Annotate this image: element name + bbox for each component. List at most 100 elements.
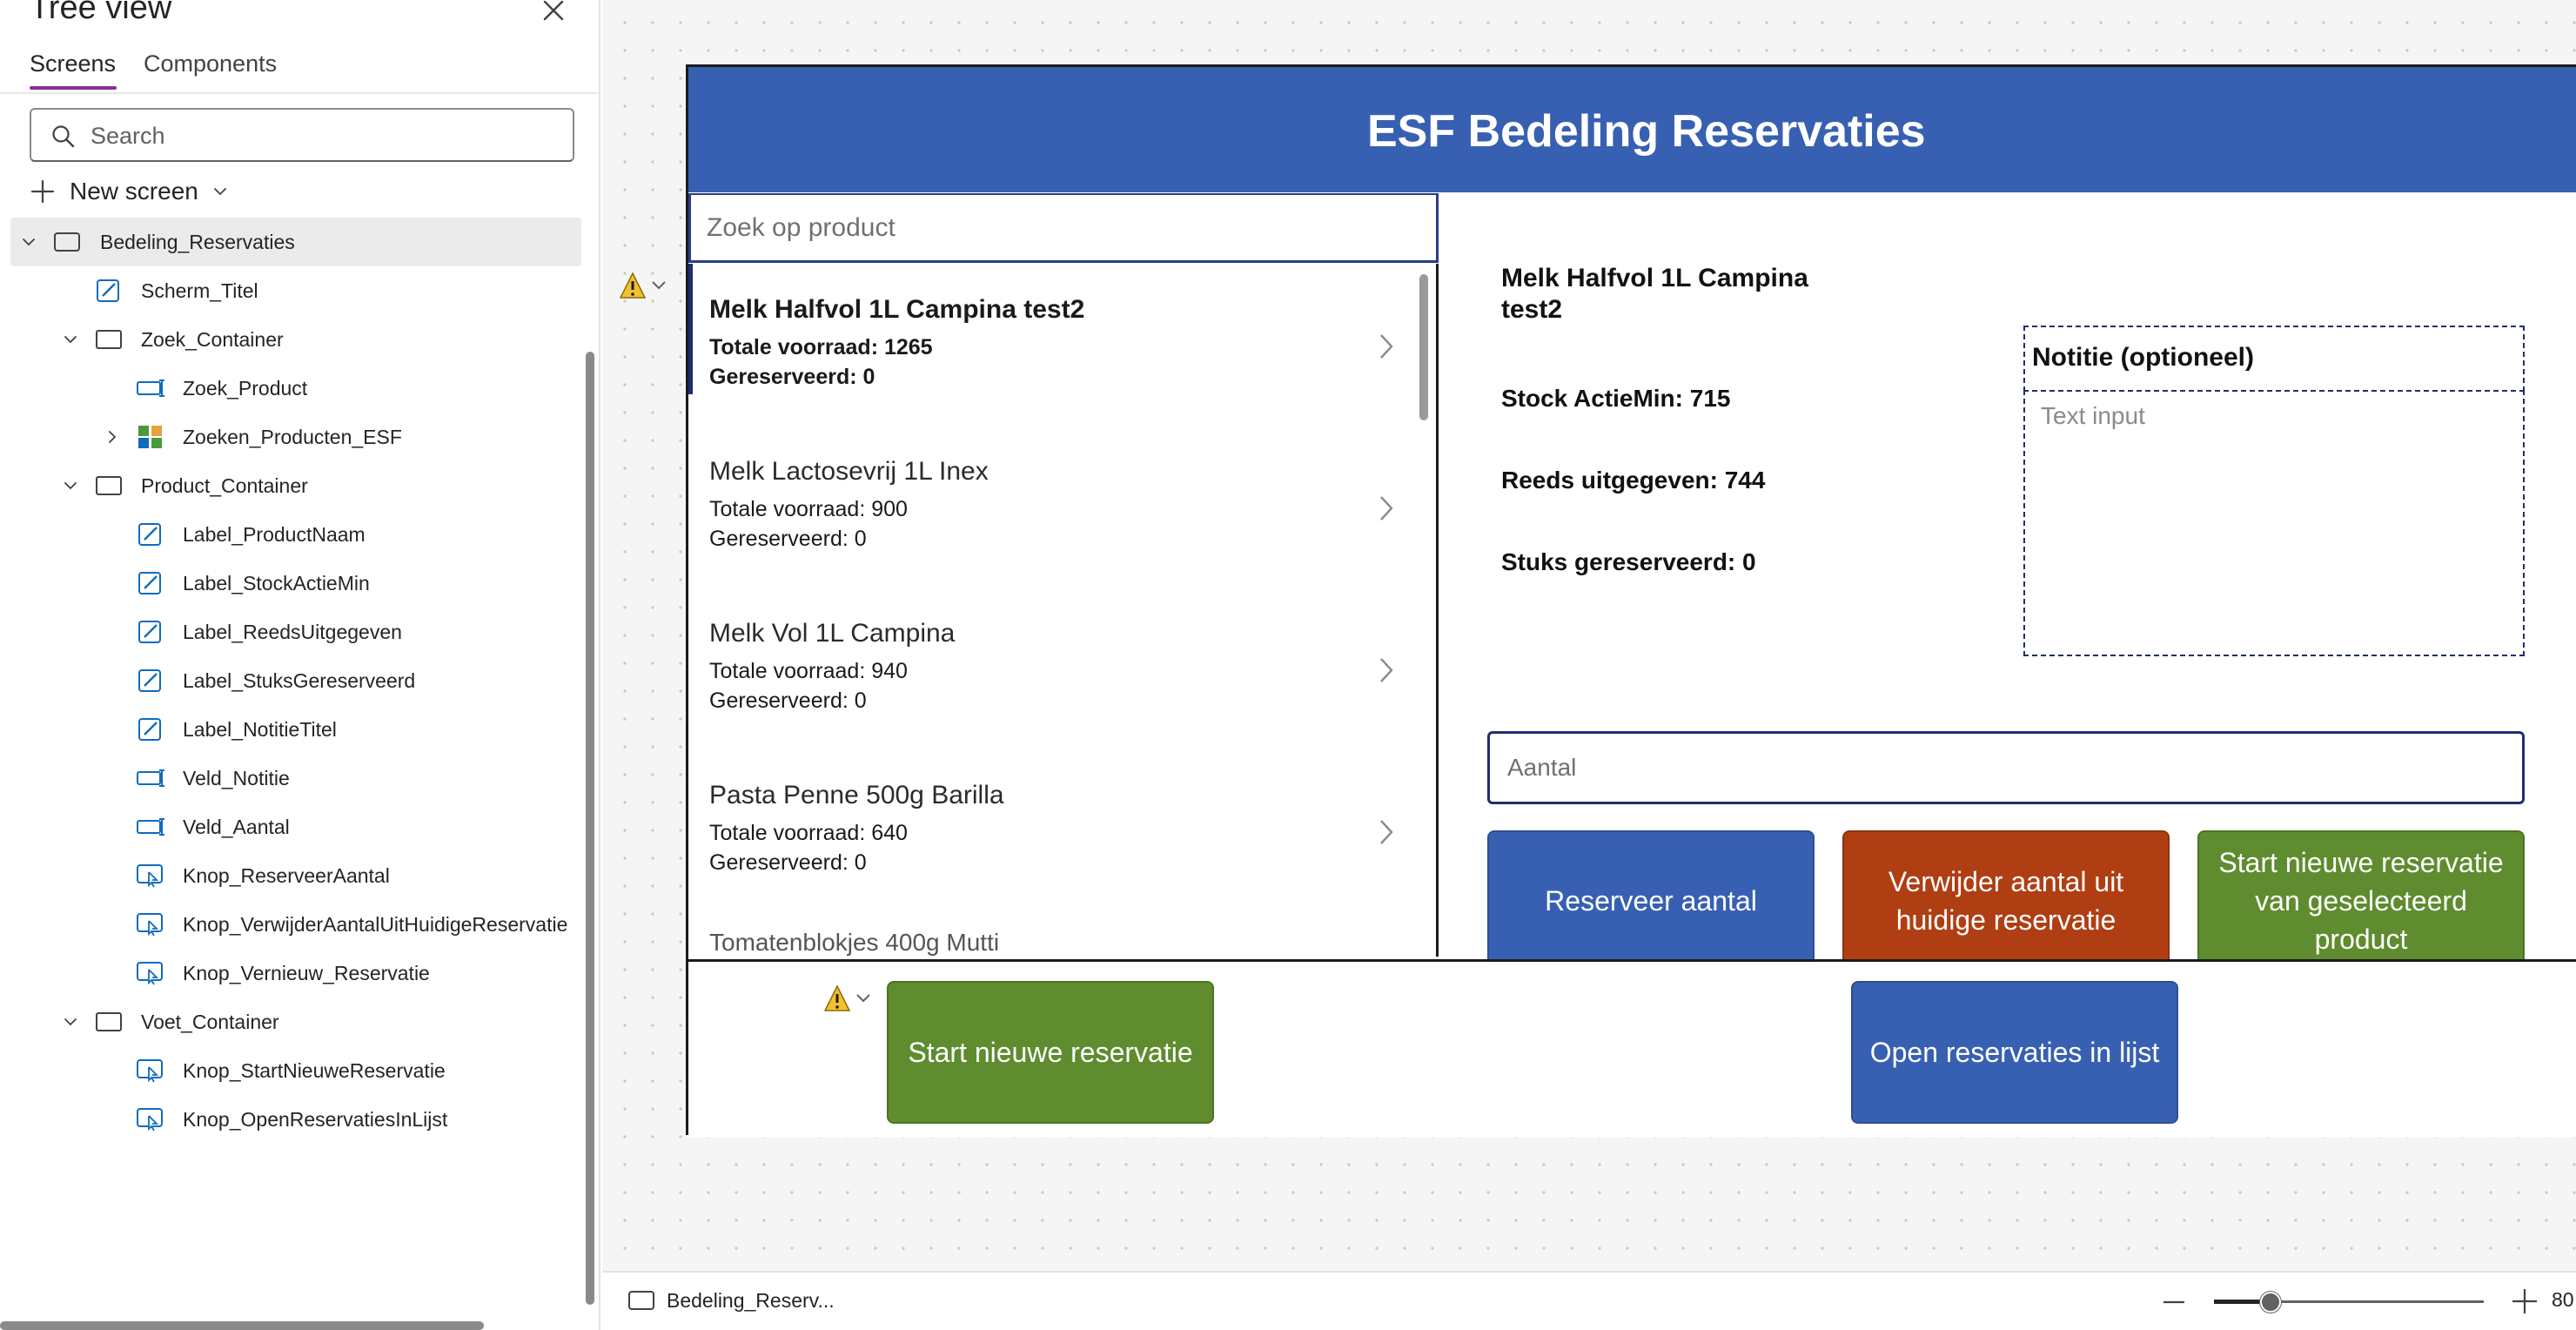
chevron-down-icon[interactable] <box>19 232 38 252</box>
text-input-icon <box>137 380 164 397</box>
new-screen-label: New screen <box>70 178 198 205</box>
label-productnaam: Melk Halfvol 1L Campina test2 <box>1501 264 1808 324</box>
gallery-item[interactable]: Melk Vol 1L Campina Totale voorraad: 940… <box>688 588 1415 749</box>
chevron-right-icon[interactable] <box>1376 817 1397 847</box>
text-input-icon <box>137 818 164 836</box>
tree-item-label: Scherm_Titel <box>141 279 258 302</box>
open-reservaties-button[interactable]: Open reservaties in lijst <box>1851 981 2178 1124</box>
label-stuksgereserveerd: Stuks gereserveerd: 0 <box>1501 548 1756 575</box>
current-screen-indicator[interactable]: Bedeling_Reserv... <box>627 1288 835 1313</box>
button-icon <box>137 1108 163 1132</box>
tree-scrollbar[interactable] <box>586 352 594 1305</box>
gallery-scrollbar[interactable] <box>1419 274 1428 420</box>
tree-item-knop-vernieuw-reservatie[interactable]: Knop_Vernieuw_Reservatie <box>10 949 581 998</box>
chevron-right-icon[interactable] <box>103 427 122 447</box>
tree-item-veld-notitie[interactable]: Veld_Notitie <box>10 754 581 803</box>
tree-item-label: Label_ProductNaam <box>183 522 366 546</box>
tab-screens[interactable]: Screens <box>30 50 117 77</box>
plus-icon <box>30 179 55 204</box>
status-bar: Bedeling_Reserv... 80 <box>602 1271 2576 1330</box>
gallery-item-stock: Totale voorraad: 900 <box>709 497 908 521</box>
verwijder-aantal-button[interactable]: Verwijder aantal uit huidige reservatie <box>1842 830 2170 971</box>
tree-item-knop-verwijderaantal[interactable]: Knop_VerwijderAantalUitHuidigeReservatie <box>10 900 581 949</box>
chevron-right-icon[interactable] <box>1376 655 1397 685</box>
container-icon <box>96 476 122 495</box>
gallery-item-reserved: Gereserveerd: 0 <box>709 527 867 551</box>
zoek-product-input[interactable] <box>691 195 1436 260</box>
vernieuw-reservatie-button[interactable]: Start nieuwe reservatie van geselecteerd… <box>2197 830 2525 971</box>
tree-search-box[interactable] <box>30 108 574 162</box>
tree-item-zoek-product[interactable]: Zoek_Product <box>10 364 581 413</box>
reserveer-aantal-button[interactable]: Reserveer aantal <box>1487 830 1815 971</box>
zoom-slider-thumb[interactable] <box>2260 1292 2282 1313</box>
zoom-out-icon[interactable] <box>2160 1288 2188 1316</box>
veld-notitie[interactable] <box>2023 390 2525 656</box>
tree-item-label-notitietitel[interactable]: Label_NotitieTitel <box>10 705 581 754</box>
warning-icon[interactable] <box>824 984 876 1014</box>
tab-components[interactable]: Components <box>144 50 278 77</box>
tree-search-input[interactable] <box>91 118 560 153</box>
gallery-item-stock: Totale voorraad: 640 <box>709 821 908 845</box>
gallery-item-name: Melk Halfvol 1L Campina test2 <box>709 295 1085 324</box>
app-title-text: ESF Bedeling Reservaties <box>1367 106 1926 157</box>
start-nieuwe-reservatie-button[interactable]: Start nieuwe reservatie <box>887 981 1214 1124</box>
container-icon <box>96 330 122 349</box>
button-icon <box>137 1059 163 1083</box>
container-icon <box>96 1012 122 1031</box>
tree-item-product-container[interactable]: Product_Container <box>10 461 581 510</box>
chevron-down-icon <box>213 188 226 196</box>
gallery-item-reserved: Gereserveerd: 0 <box>709 365 875 389</box>
label-icon <box>138 621 161 643</box>
tree-item-bedeling-reservaties[interactable]: Bedeling_Reservaties <box>10 218 581 266</box>
gallery-item[interactable]: Melk Halfvol 1L Campina test2 Totale voo… <box>688 264 1415 426</box>
warning-icon[interactable] <box>620 272 672 301</box>
zoom-slider-track[interactable] <box>2214 1300 2484 1303</box>
tree-item-knop-openreservatiesinlijst[interactable]: Knop_OpenReservatiesInLijst <box>10 1095 581 1144</box>
screen-icon <box>54 232 80 252</box>
search-icon <box>52 125 75 148</box>
aantal-input[interactable] <box>1490 734 2522 802</box>
tree-item-label: Knop_Vernieuw_Reservatie <box>183 961 430 984</box>
tree-item-label-reedsuitgegeven[interactable]: Label_ReedsUitgegeven <box>10 608 581 656</box>
tree-item-voet-container[interactable]: Voet_Container <box>10 998 581 1046</box>
close-icon[interactable] <box>538 0 569 26</box>
chevron-right-icon[interactable] <box>1376 332 1397 361</box>
label-reedsuitgegeven: Reeds uitgegeven: 744 <box>1501 467 1766 494</box>
product-gallery: Melk Halfvol 1L Campina test2 Totale voo… <box>688 264 1439 957</box>
design-canvas: ESF Bedeling Reservaties Melk Halfvol 1L… <box>602 0 2576 1271</box>
tree-view-panel: Tree view Screens Components New screen … <box>0 0 600 1330</box>
veld-aantal[interactable] <box>1487 731 2525 804</box>
new-screen-button[interactable]: New screen <box>30 172 228 211</box>
tree-item-veld-aantal[interactable]: Veld_Aantal <box>10 803 581 851</box>
tree-item-zoeken-producten-esf[interactable]: Zoeken_Producten_ESF <box>10 413 581 461</box>
tree-item-knop-startnieuwereservatie[interactable]: Knop_StartNieuweReservatie <box>10 1046 581 1095</box>
chevron-down-icon[interactable] <box>61 330 80 349</box>
gallery-item-reserved: Gereserveerd: 0 <box>709 689 867 713</box>
tree-item-label: Bedeling_Reservaties <box>100 230 295 253</box>
label-notitietitel: Notitie (optioneel) <box>2023 326 2525 392</box>
tree-item-label: Label_StuksGereserveerd <box>183 668 416 692</box>
gallery-item[interactable]: Pasta Penne 500g Barilla Totale voorraad… <box>688 749 1415 911</box>
tree-item-label-stuksgereserveerd[interactable]: Label_StuksGereserveerd <box>10 656 581 705</box>
tree-item-label: Knop_OpenReservatiesInLijst <box>183 1107 448 1131</box>
chevron-down-icon[interactable] <box>61 1012 80 1031</box>
tree-item-knop-reserveeraantal[interactable]: Knop_ReserveerAantal <box>10 851 581 900</box>
tree-item-label: Veld_Aantal <box>183 815 290 838</box>
zoom-in-icon[interactable] <box>2510 1286 2539 1316</box>
tree-item-label: Knop_ReserveerAantal <box>183 863 390 887</box>
button-icon <box>137 962 163 985</box>
tree-horizontal-scrollbar[interactable] <box>0 1321 484 1330</box>
tree-item-label: Knop_StartNieuweReservatie <box>183 1058 446 1082</box>
gallery-item[interactable]: Melk Lactosevrij 1L Inex Totale voorraad… <box>688 426 1415 588</box>
text-input-icon <box>137 769 164 787</box>
label-icon <box>138 572 161 594</box>
tree-item-label-productnaam[interactable]: Label_ProductNaam <box>10 510 581 559</box>
tree-item-zoek-container[interactable]: Zoek_Container <box>10 315 581 364</box>
tree-item-scherm-titel[interactable]: Scherm_Titel <box>10 266 581 315</box>
gallery-item-stock: Totale voorraad: 940 <box>709 659 908 683</box>
zoek-product-box[interactable] <box>688 193 1439 263</box>
chevron-right-icon[interactable] <box>1376 494 1397 523</box>
chevron-down-icon[interactable] <box>61 476 80 495</box>
tree-item-label-stockactiemin[interactable]: Label_StockActieMin <box>10 559 581 608</box>
notitie-textarea[interactable] <box>2025 392 2523 655</box>
